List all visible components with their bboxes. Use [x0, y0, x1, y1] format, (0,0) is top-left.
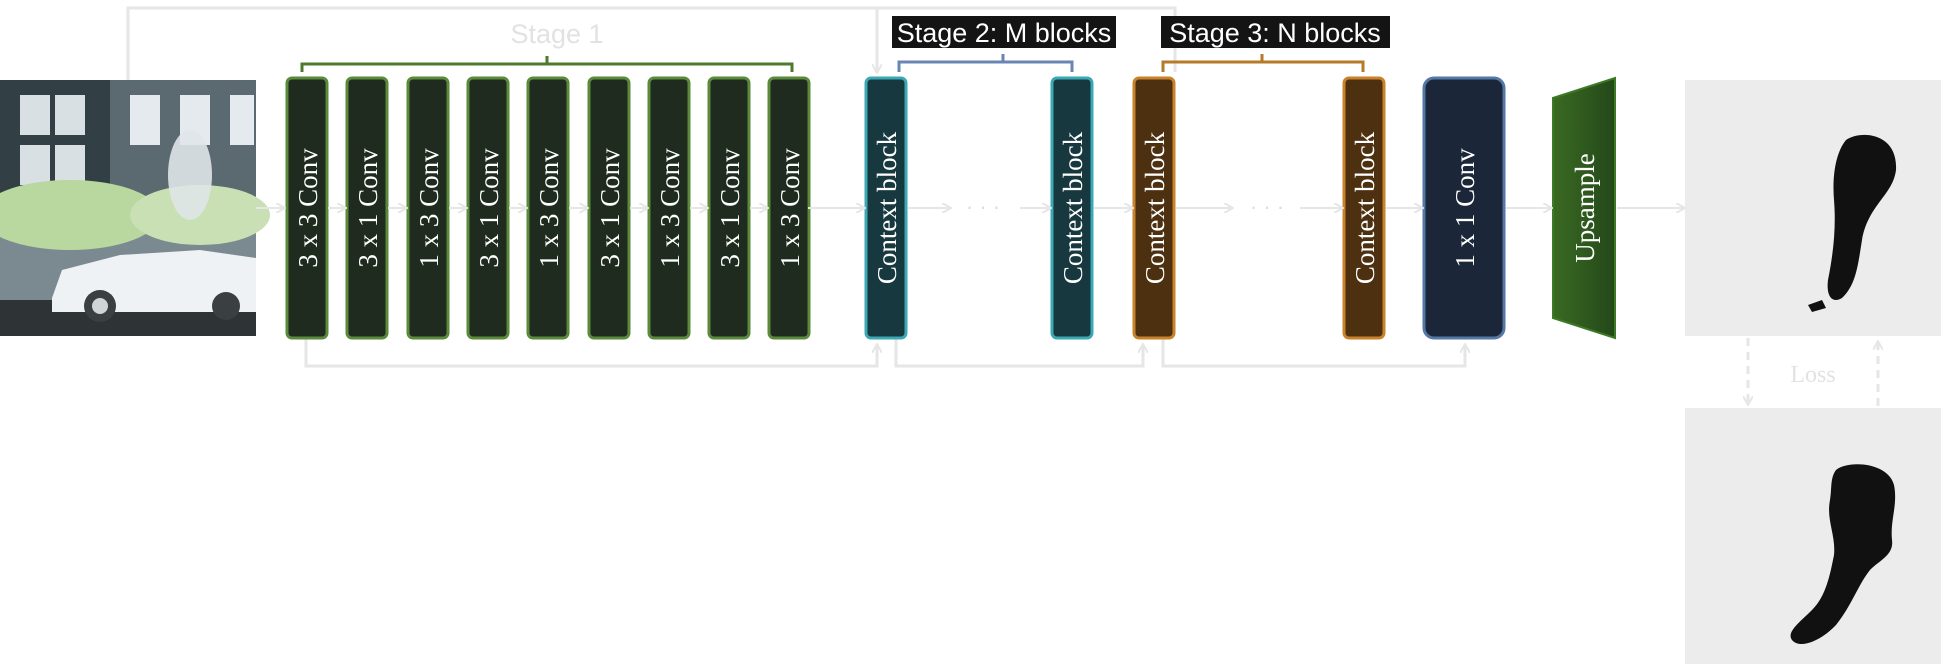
stage2-block-2: Context block	[1050, 76, 1094, 340]
final-conv-block: 1 x 1 Conv	[1422, 76, 1506, 340]
stage1-conv-block-6: 3 x 1 Conv	[587, 76, 631, 340]
stage1-conv-label-6: 3 x 1 Conv	[595, 148, 625, 268]
stage1-conv-label-7: 1 x 3 Conv	[655, 148, 685, 268]
stage3-block-2: Context block	[1342, 76, 1386, 340]
stage1-conv-label-3: 1 x 3 Conv	[414, 148, 444, 268]
stage1-brace	[300, 56, 794, 72]
stage1-conv-label-9: 1 x 3 Conv	[775, 148, 805, 268]
stage1-label: Stage 1	[510, 19, 603, 49]
stage1-conv-block-2: 3 x 1 Conv	[345, 76, 389, 340]
stage1-conv-block-9: 1 x 3 Conv	[767, 76, 811, 340]
stage1-conv-block-3: 1 x 3 Conv	[406, 76, 450, 340]
skip-connections	[126, 6, 1465, 368]
stage1-conv-label-2: 3 x 1 Conv	[353, 148, 383, 268]
stage2-label: Stage 2: M blocks	[897, 18, 1112, 48]
stage3-brace	[1161, 54, 1365, 72]
stage3-block-1: Context block	[1132, 76, 1176, 340]
stage3-block-2-label: Context block	[1350, 131, 1380, 284]
stage1-conv-label-1: 3 x 3 Conv	[293, 148, 323, 268]
loss-label: Loss	[1790, 362, 1835, 388]
stage3-ellipsis: · · ·	[1250, 194, 1284, 219]
stage1-conv-block-1: 3 x 3 Conv	[285, 76, 329, 340]
upsample-block: Upsample	[1552, 76, 1616, 340]
stage1-conv-label-4: 3 x 1 Conv	[474, 148, 504, 268]
stage1-blocks: 3 x 3 Conv 3 x 1 Conv 1 x 3 Conv 3 x 1 Conv…	[285, 76, 811, 340]
final-conv-label: 1 x 1 Conv	[1450, 148, 1480, 268]
input-image	[0, 80, 270, 336]
stage2-label-bg	[892, 16, 1116, 48]
stage2-block-1: Context block	[864, 76, 908, 340]
stage2-brace	[897, 54, 1074, 72]
upsample-label: Upsample	[1570, 153, 1600, 262]
stage1-conv-label-5: 1 x 3 Conv	[534, 148, 564, 268]
stage2-block-1-label: Context block	[872, 131, 902, 284]
stage1-conv-block-4: 3 x 1 Conv	[466, 76, 510, 340]
ground-truth-image	[1685, 408, 1941, 664]
stage3-block-1-label: Context block	[1140, 131, 1170, 284]
stage3-label: Stage 3: N blocks	[1169, 18, 1381, 48]
stage1-conv-block-5: 1 x 3 Conv	[526, 76, 570, 340]
stage2-ellipsis: · · ·	[966, 194, 1000, 219]
stage2-block-2-label: Context block	[1058, 131, 1088, 284]
stage1-conv-block-8: 3 x 1 Conv	[707, 76, 751, 340]
stage1-conv-block-7: 1 x 3 Conv	[647, 76, 691, 340]
stage3-label-bg	[1161, 16, 1390, 48]
stage1-conv-label-8: 3 x 1 Conv	[715, 148, 745, 268]
output-prediction-image	[1685, 80, 1941, 336]
loss-arrows	[1748, 338, 1878, 406]
